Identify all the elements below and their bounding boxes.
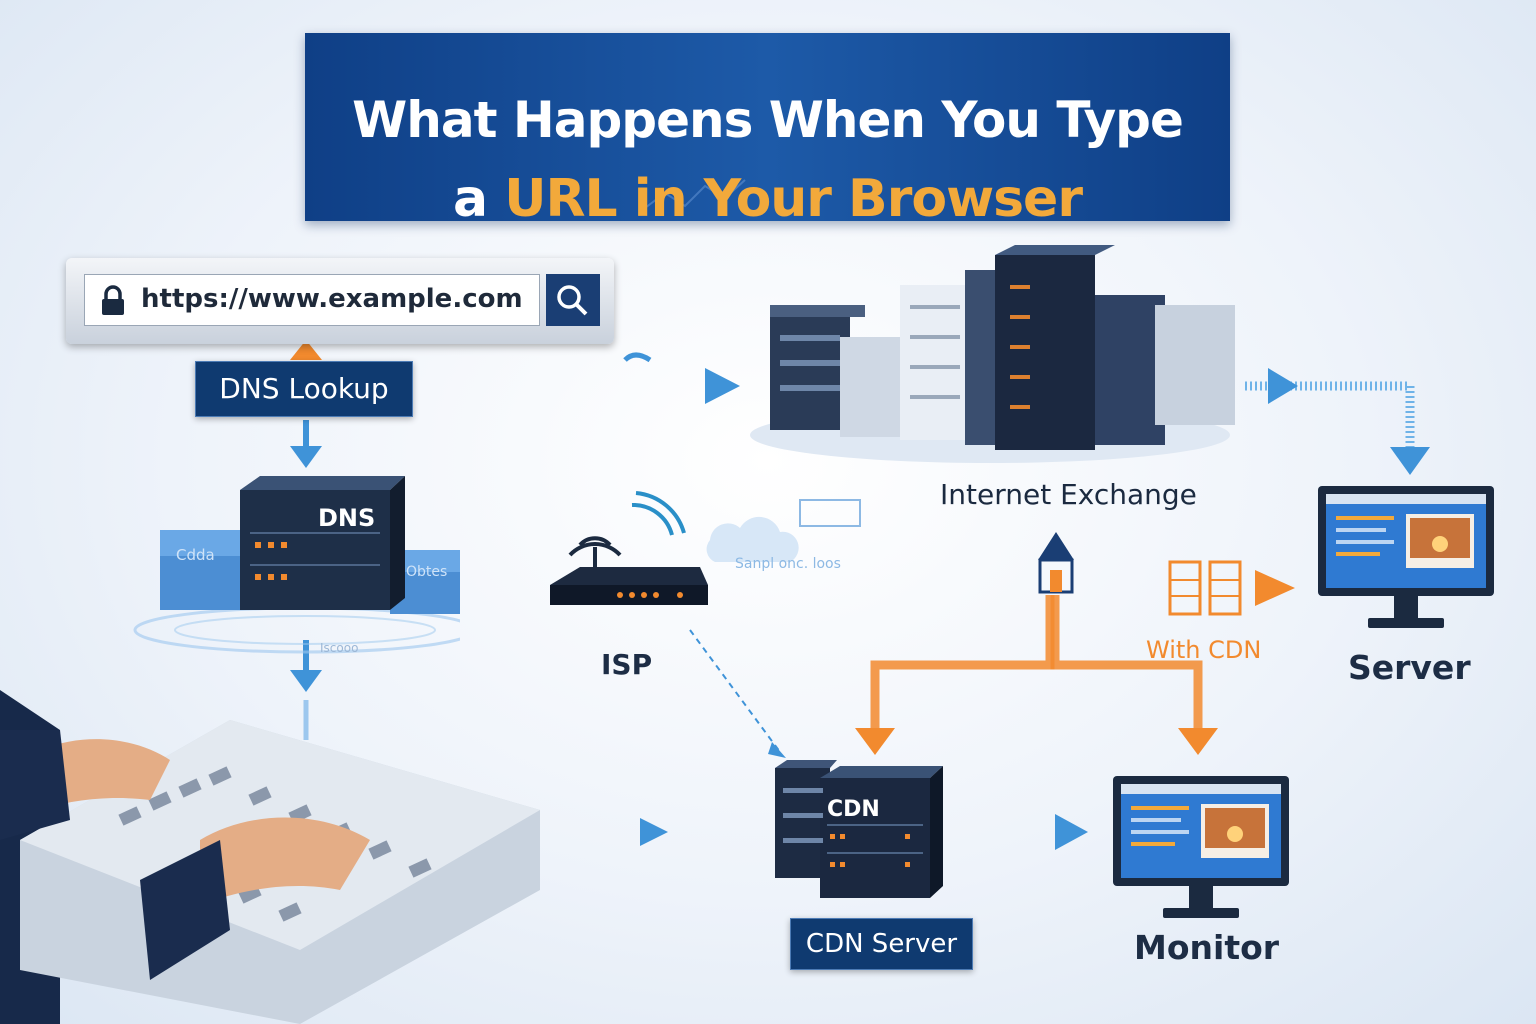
search-icon (557, 285, 588, 316)
search-button[interactable] (546, 274, 600, 326)
with-cdn-label: With CDN (1146, 636, 1262, 664)
isp-label: ISP (601, 648, 653, 681)
isp-router-icon (550, 491, 708, 605)
server-monitor-icon (1318, 486, 1494, 628)
title-prefix: a (453, 169, 505, 229)
cdn-server-label: CDN Server (790, 918, 973, 970)
dns-under-text: Iscooo (320, 641, 358, 655)
title-highlight: URL in Your Browser (504, 169, 1083, 229)
cloud-text: Sanpl onc. loos (735, 556, 841, 572)
server-label: Server (1348, 648, 1471, 687)
internet-exchange-label: Internet Exchange (940, 478, 1197, 511)
title-line-2: a URL in Your Browser (305, 169, 1230, 229)
keyboard-hands-icon (0, 690, 540, 1024)
title-line-1: What Happens When You Type (352, 91, 1184, 149)
flow-arrow-dns-to-keyboard (290, 640, 322, 740)
dns-left-box-text: Cdda (176, 546, 215, 564)
flow-arrow-to-server (1245, 368, 1430, 475)
flow-arrow-keyboard-to-cdn (530, 818, 700, 846)
cdn-building-icon (1168, 560, 1242, 616)
junction-node-icon (1038, 532, 1074, 594)
lock-icon (102, 285, 124, 315)
chart-decoration-icon (645, 179, 746, 209)
cdn-branch-arrows (855, 595, 1218, 755)
internet-exchange-servers-icon (750, 245, 1235, 463)
cdn-server-icon: CDN (775, 760, 943, 898)
dns-server-icon: DNS Cdda Obtes Iscooo (133, 476, 460, 655)
title-banner: What Happens When You Type a URL in Your… (305, 33, 1230, 229)
dns-lookup-label: DNS Lookup (195, 361, 413, 417)
monitor-label: Monitor (1134, 928, 1280, 967)
browser-url-bar[interactable]: https://www.example.com (66, 258, 614, 344)
cdn-badge-text: CDN (827, 797, 880, 822)
dns-right-box-text: Obtes (406, 564, 447, 580)
flow-arrow-cdn-to-monitor (935, 814, 1088, 850)
dns-server-text: DNS (318, 504, 375, 532)
with-cdn-arrow (1255, 570, 1295, 606)
cloud-icon: Sanpl onc. loos (706, 499, 861, 572)
isp-to-cdn-dashed-line (689, 629, 781, 753)
url-bar-up-arrow (290, 340, 322, 360)
flow-arrow-down-to-dns (290, 420, 322, 468)
url-text: https://www.example.com (141, 284, 523, 314)
monitor-icon (1113, 776, 1289, 918)
url-input[interactable]: https://www.example.com (84, 274, 540, 326)
